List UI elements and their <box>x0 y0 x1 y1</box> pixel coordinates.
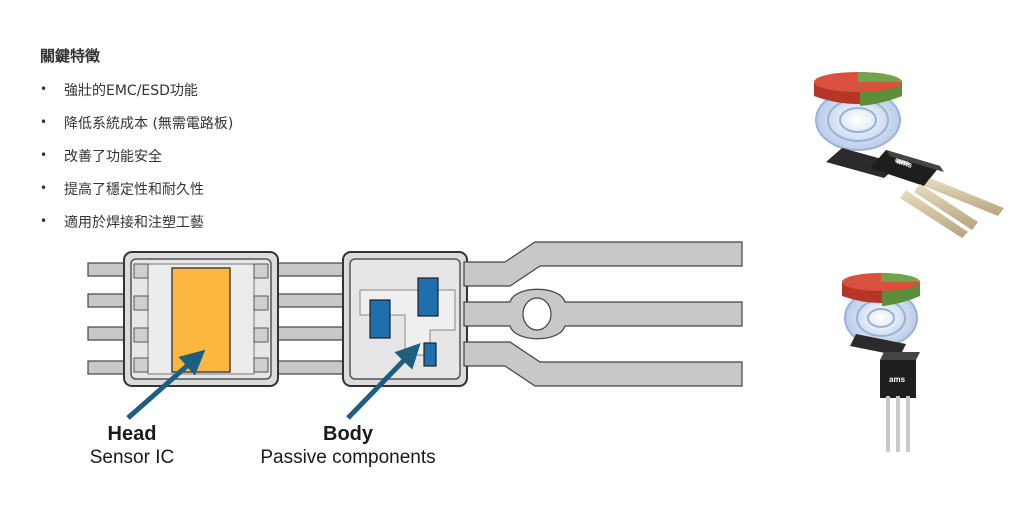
feature-text: 強壯的EMC/ESD功能 <box>64 83 198 99</box>
passive-component <box>369 299 391 339</box>
body-caption: Body Passive components <box>230 422 466 470</box>
head-label: Head <box>107 423 157 445</box>
logo-text: ams <box>889 375 906 384</box>
body-label: Body <box>323 423 373 445</box>
list-item: •強壯的EMC/ESD功能 <box>40 82 198 99</box>
passive-component <box>417 277 439 317</box>
passive-component <box>423 342 437 367</box>
feature-list: •強壯的EMC/ESD功能 •降低系統成本 (無需電路板) •改善了功能安全 •… <box>40 80 233 245</box>
head-package <box>123 251 279 387</box>
head-caption: Head Sensor IC <box>72 422 192 470</box>
feature-text: 降低系統成本 (無需電路板) <box>64 116 234 132</box>
list-item: •改善了功能安全 <box>40 148 162 165</box>
list-item: •提高了穩定性和耐久性 <box>40 181 204 198</box>
list-item: •適用於焊接和注塑工藝 <box>40 214 204 231</box>
feature-text: 提高了穩定性和耐久性 <box>64 182 204 198</box>
head-arrow <box>126 349 206 420</box>
list-item: •降低系統成本 (無需電路板) <box>40 115 234 132</box>
head-sublabel: Sensor IC <box>89 447 175 468</box>
feature-text: 適用於焊接和注塑工藝 <box>64 215 204 231</box>
feature-text: 改善了功能安全 <box>64 149 162 165</box>
product-image-sip: ams <box>814 72 1004 238</box>
output-leads <box>463 241 743 387</box>
product-image-vertical: ams <box>842 273 920 452</box>
body-sublabel: Passive components <box>260 447 436 468</box>
body-arrow <box>346 343 421 420</box>
features-title: 關鍵特徵 <box>40 47 101 65</box>
sensor-ic-die <box>171 267 231 373</box>
body-package <box>342 251 468 387</box>
